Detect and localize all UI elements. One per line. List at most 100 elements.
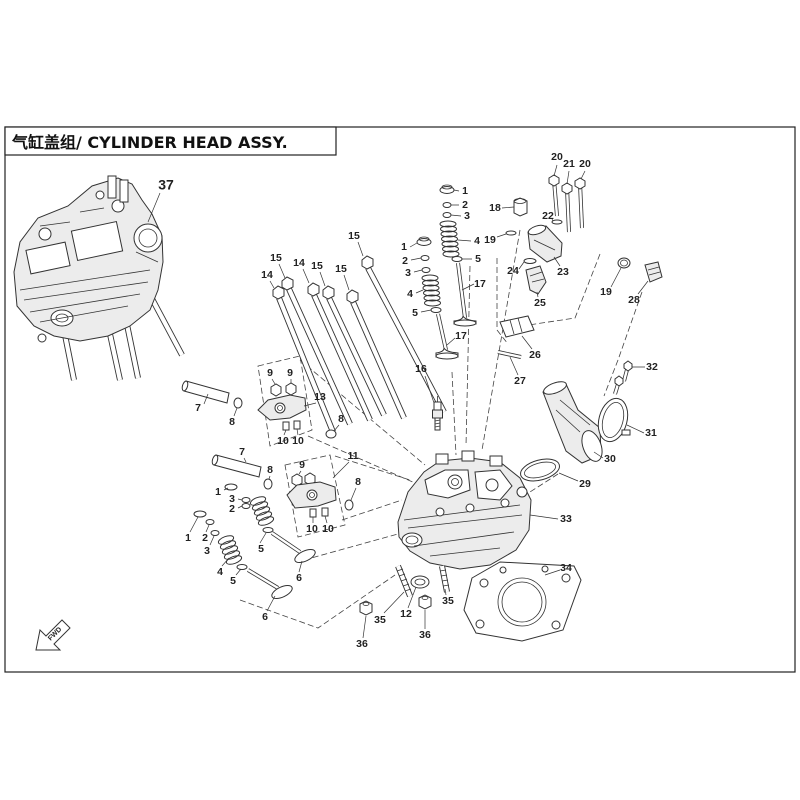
rocker-shaft-7-lower <box>211 454 262 478</box>
callout-label: 8 <box>267 464 273 476</box>
callout-label: 8 <box>338 413 344 425</box>
forward-arrow: FWD <box>35 619 71 651</box>
callout-label: 19 <box>484 234 496 246</box>
callout-label: 19 <box>600 286 612 298</box>
callout-label: 12 <box>400 608 412 620</box>
bolts-32 <box>613 360 633 395</box>
intake-housing-30 <box>542 381 603 464</box>
water-outlet-parts <box>497 174 663 359</box>
rocker-shaft-7-upper <box>181 380 230 404</box>
callout-label: 14 <box>261 269 273 281</box>
callout-label: 10 <box>277 435 289 447</box>
callout-label: 30 <box>604 453 616 465</box>
callout-label: 7 <box>195 402 201 414</box>
callout-label: 18 <box>489 202 501 214</box>
head-gasket-34 <box>463 561 582 642</box>
callout-label: 9 <box>267 367 273 379</box>
callout-label: 36 <box>356 638 368 650</box>
callout-label: 23 <box>557 266 569 278</box>
clamp-31 <box>597 397 631 443</box>
rocker-arm-assembly-13 <box>257 382 307 431</box>
callout-label: 21 <box>563 158 575 170</box>
callout-label: 6 <box>262 611 268 623</box>
callout-label: 2 <box>202 532 208 544</box>
callout-label: 5 <box>475 253 481 265</box>
callout-labels: 37 20 21 20 1 2 3 18 22 19 1 4 2 5 3 15 … <box>158 151 658 650</box>
stud-35-right <box>439 565 450 593</box>
valve-stack-lower-b <box>224 483 316 563</box>
callout-label: 6 <box>296 572 302 584</box>
callout-label: 10 <box>306 523 318 535</box>
callout-label: 8 <box>355 476 361 488</box>
valve-stack-lower-a <box>193 510 293 599</box>
callout-label: 4 <box>474 235 480 247</box>
callout-label: 3 <box>405 267 411 279</box>
callout-label: 16 <box>415 363 427 375</box>
o-ring-29 <box>520 458 560 482</box>
callout-label: 2 <box>462 199 468 211</box>
callout-label: 36 <box>419 629 431 641</box>
diagram-frame <box>4 126 796 673</box>
callout-label: 20 <box>579 158 591 170</box>
callout-label: 4 <box>407 288 413 300</box>
callout-label: 15 <box>335 263 347 275</box>
valve-stack-upper-left <box>416 236 459 360</box>
callout-label: 15 <box>270 252 282 264</box>
callout-label: 17 <box>455 330 467 342</box>
callout-label: 1 <box>462 185 468 197</box>
rocker-arm-assembly-11 <box>286 472 337 518</box>
callout-label: 14 <box>293 257 305 269</box>
leader-lines <box>147 164 649 639</box>
callout-label: 27 <box>514 375 526 387</box>
callout-label: 17 <box>474 278 486 290</box>
callout-label: 26 <box>529 349 541 361</box>
callout-label: 15 <box>311 260 323 272</box>
callout-label: 11 <box>347 450 358 462</box>
callout-label: 37 <box>158 177 174 193</box>
callout-label: 8 <box>229 416 235 428</box>
callout-label: 34 <box>560 562 572 574</box>
callout-label: 2 <box>402 255 408 267</box>
callout-label: 25 <box>534 297 546 309</box>
callout-label: 35 <box>442 595 454 607</box>
assembly-dashed-lines <box>239 229 643 629</box>
callout-label: 13 <box>314 391 326 403</box>
washer-8 <box>233 397 243 409</box>
callout-label: 32 <box>646 361 658 373</box>
callout-label: 9 <box>287 367 293 379</box>
washer-8 <box>325 429 337 439</box>
callout-label: 33 <box>560 513 572 525</box>
callout-label: 35 <box>374 614 386 626</box>
callout-label: 10 <box>322 523 334 535</box>
washer-8 <box>263 478 273 490</box>
page-title: 气缸盖组/ CYLINDER HEAD ASSY. <box>11 133 288 152</box>
callout-label: 15 <box>348 230 360 242</box>
callout-label: 9 <box>299 459 305 471</box>
nut-36-left <box>359 600 373 616</box>
callout-label: 3 <box>464 210 470 222</box>
dowel-12 <box>410 575 430 589</box>
washer-8 <box>344 499 354 511</box>
callout-label: 29 <box>579 478 591 490</box>
callout-label: 1 <box>215 486 221 498</box>
callout-label: 2 <box>229 503 235 515</box>
callout-label: 1 <box>185 532 191 544</box>
callout-label: 22 <box>542 210 554 222</box>
spark-plug-16 <box>432 396 443 431</box>
nut-36-right <box>418 594 432 610</box>
callout-label: 1 <box>401 241 407 253</box>
callout-label: 31 <box>645 427 657 439</box>
callout-label: 3 <box>204 545 210 557</box>
callout-label: 3 <box>229 493 235 505</box>
callout-label: 10 <box>292 435 304 447</box>
callout-label: 5 <box>230 575 236 587</box>
callout-label: 4 <box>217 566 223 578</box>
cylinder-head-bolts-14-15 <box>272 255 447 434</box>
cylinder-head-33 <box>397 450 532 570</box>
stud-35-left <box>395 564 413 598</box>
callout-label: 7 <box>239 446 245 458</box>
valve-stack-upper-right <box>439 184 477 327</box>
callout-label: 20 <box>551 151 563 163</box>
engine-assembly-37 <box>13 175 185 381</box>
